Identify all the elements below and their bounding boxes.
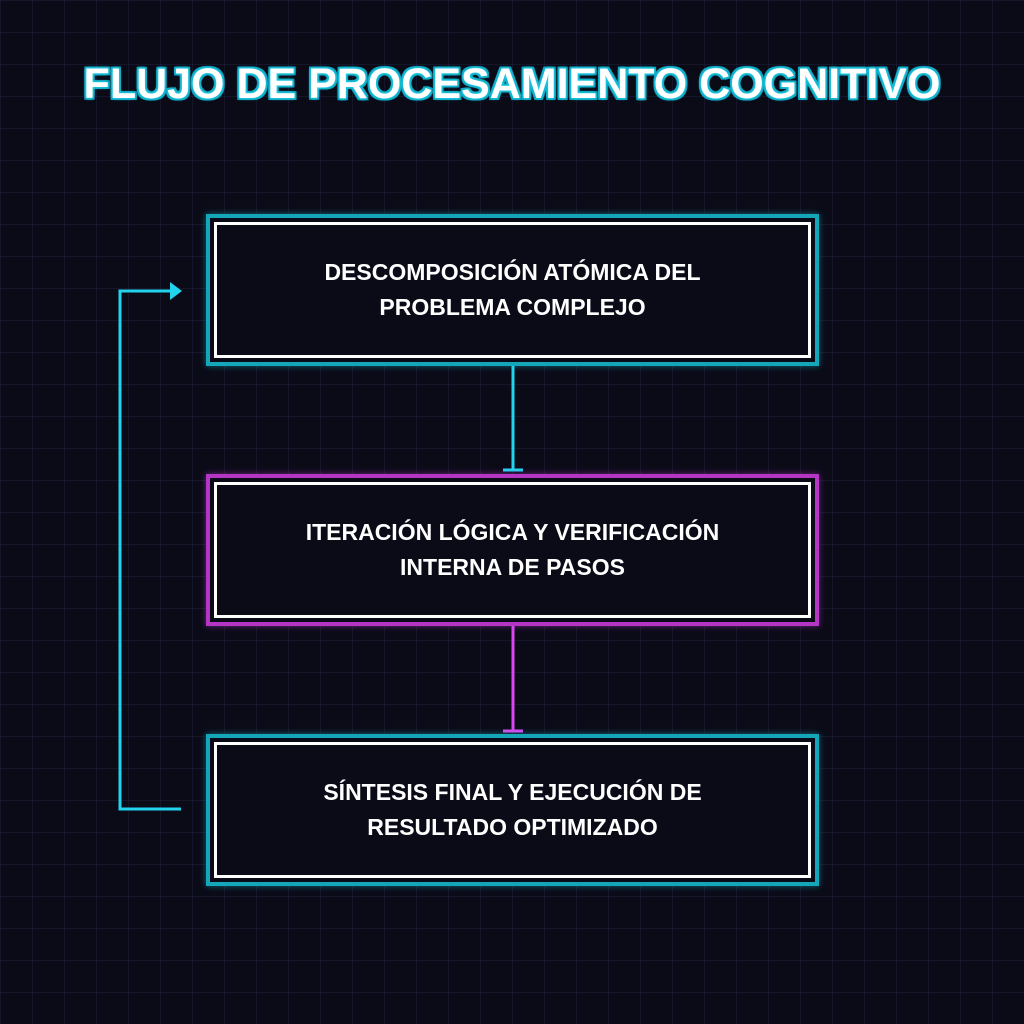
connector-iteracion-to-sintesis xyxy=(503,622,523,733)
connector-descomposicion-to-iteracion xyxy=(503,362,523,472)
node-sintesis: SÍNTESIS FINAL Y EJECUCIÓN DE RESULTADO … xyxy=(206,734,819,886)
node-iteracion-label: ITERACIÓN LÓGICA Y VERIFICACIÓN INTERNA … xyxy=(305,519,720,580)
node-descomposicion-label: DESCOMPOSICIÓN ATÓMICA DEL PROBLEMA COMP… xyxy=(324,259,701,320)
arrowhead-icon xyxy=(170,282,182,300)
connector-feedback-loop xyxy=(118,282,182,811)
node-sintesis-label: SÍNTESIS FINAL Y EJECUCIÓN DE RESULTADO … xyxy=(323,779,702,840)
diagram-title: FLUJO DE PROCESAMIENTO COGNITIVO xyxy=(83,60,941,108)
node-descomposicion: DESCOMPOSICIÓN ATÓMICA DEL PROBLEMA COMP… xyxy=(206,214,819,366)
node-iteracion: ITERACIÓN LÓGICA Y VERIFICACIÓN INTERNA … xyxy=(206,474,819,626)
